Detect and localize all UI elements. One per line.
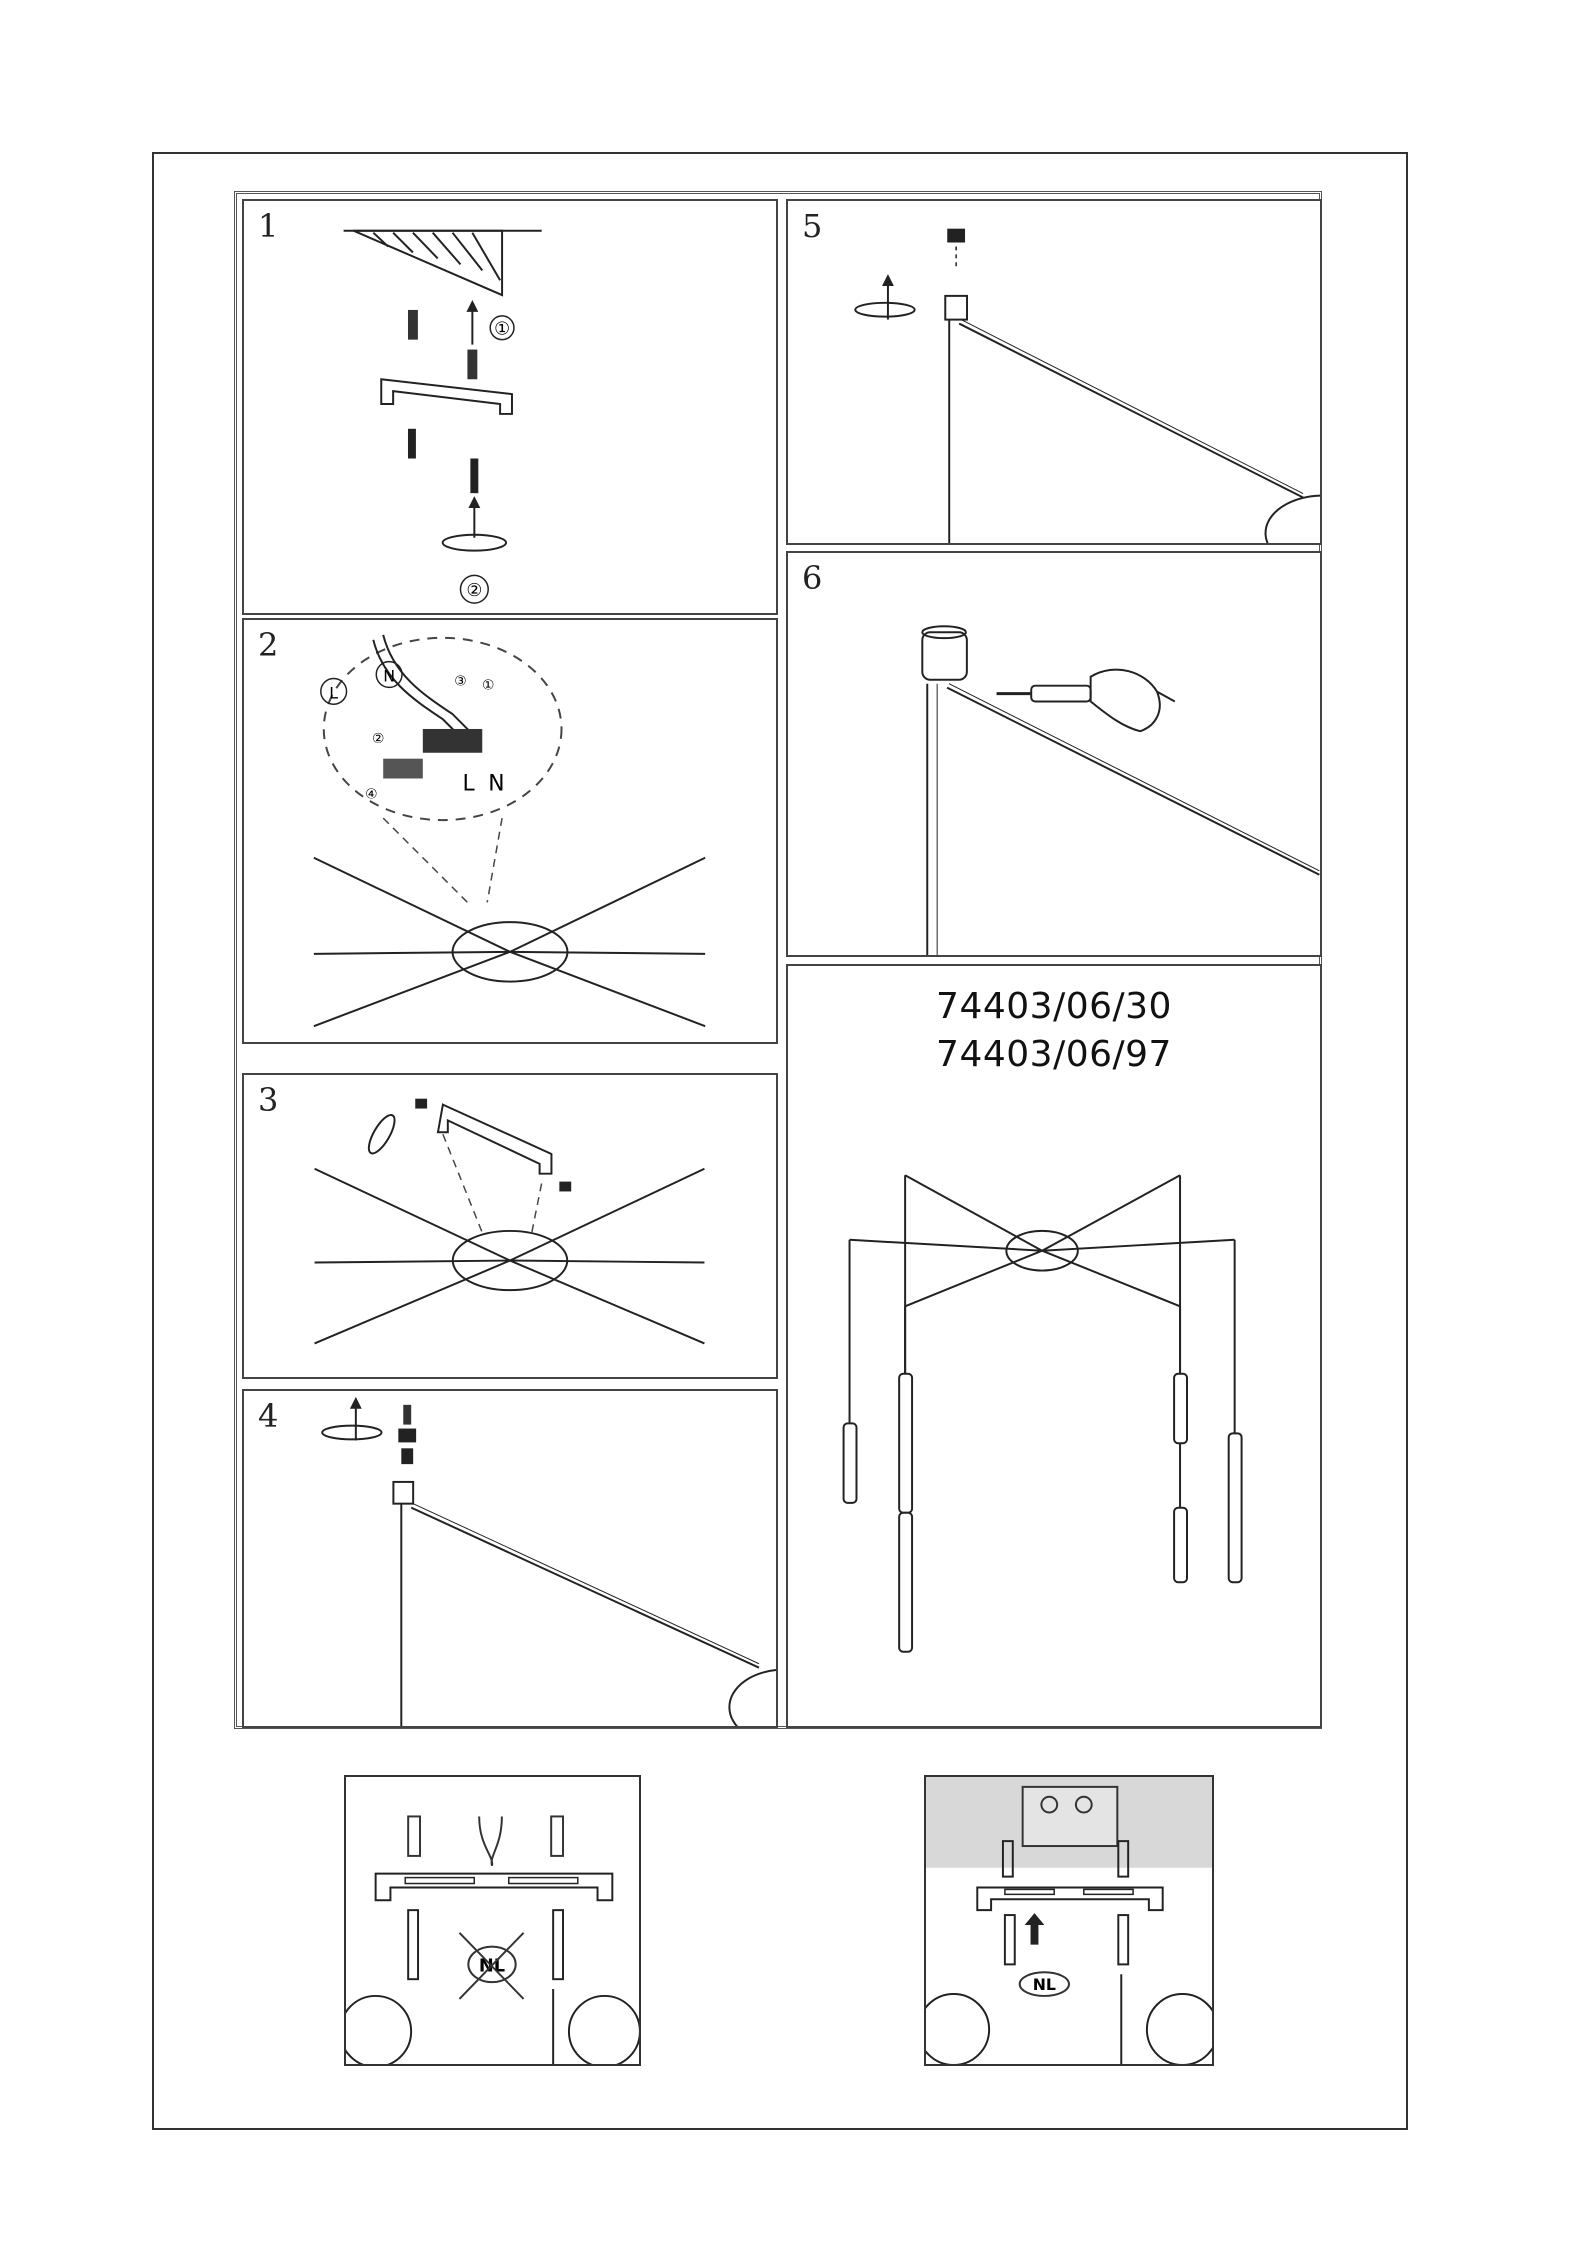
thumb-label-nl: NL	[1033, 1975, 1056, 1994]
mounting-thumbnail-left: NL	[344, 1775, 641, 2066]
canopy-icon	[314, 858, 705, 1026]
step-5-panel: 5	[786, 199, 1322, 545]
bracket-mounting-illustration: NL	[346, 1777, 639, 2064]
step-6-panel: 6	[786, 551, 1322, 957]
cable-holder-icon	[393, 1405, 416, 1504]
marker-3: ③	[454, 673, 466, 689]
adjust-screw-illustration	[788, 553, 1320, 955]
cable-attach-illustration	[244, 1391, 776, 1726]
step-3-panel: 3	[242, 1073, 778, 1379]
terminal-label-l: L	[462, 771, 475, 796]
hand-icon	[1091, 670, 1175, 732]
product-illustration	[788, 966, 1320, 1726]
step-1-panel: 1 ① ②	[242, 199, 778, 615]
ceiling-bracket-illustration: ① ②	[244, 201, 776, 613]
bracket-to-canopy-illustration	[244, 1075, 776, 1377]
wiring-illustration: L N ③ ① ② ④ L N	[244, 620, 776, 1042]
step-2-panel: 2 L N ③ ① ② ④ L N	[242, 618, 778, 1044]
product-overview-panel: 74403/06/30 74403/06/97	[786, 964, 1322, 1728]
marker-2: ②	[466, 580, 482, 601]
marker-1: ①	[482, 677, 494, 693]
terminal-label-n: N	[488, 771, 504, 796]
step-4-panel: 4	[242, 1389, 778, 1728]
screwdriver-icon	[997, 686, 1091, 702]
mounting-thumbnail-right: NL	[924, 1775, 1214, 2066]
marker-1: ①	[494, 319, 510, 340]
cap-icon	[945, 229, 967, 320]
junction-box-mounting-illustration: NL	[926, 1777, 1212, 2064]
pendant-tube-icon	[844, 1374, 1242, 1652]
label-neutral: N	[383, 666, 395, 685]
label-live: L	[329, 683, 338, 702]
cable-holder-icon	[922, 626, 967, 679]
wall-plug-icon	[408, 310, 477, 379]
marker-2: ②	[372, 731, 384, 747]
marker-4: ④	[365, 786, 377, 802]
canopy-icon	[315, 1169, 705, 1344]
cable-tension-illustration	[788, 201, 1320, 543]
canopy-icon	[850, 1175, 1235, 1306]
screw-icon	[408, 429, 478, 493]
screwdriver-turn-icon	[364, 1111, 399, 1157]
